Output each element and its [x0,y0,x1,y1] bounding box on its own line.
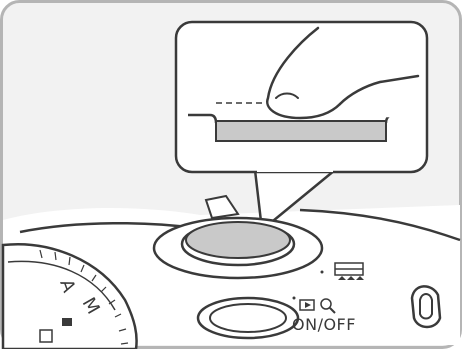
callout-button-section [216,121,386,141]
power-label: ON/OFF [292,315,356,334]
indicator-dot [321,271,324,274]
dial-scene-icon [62,318,72,326]
callout-box [176,22,427,172]
shutter-button[interactable] [182,222,294,265]
power-indicator-dot [293,297,296,300]
strap-mount [412,286,440,327]
power-button[interactable] [198,298,298,338]
